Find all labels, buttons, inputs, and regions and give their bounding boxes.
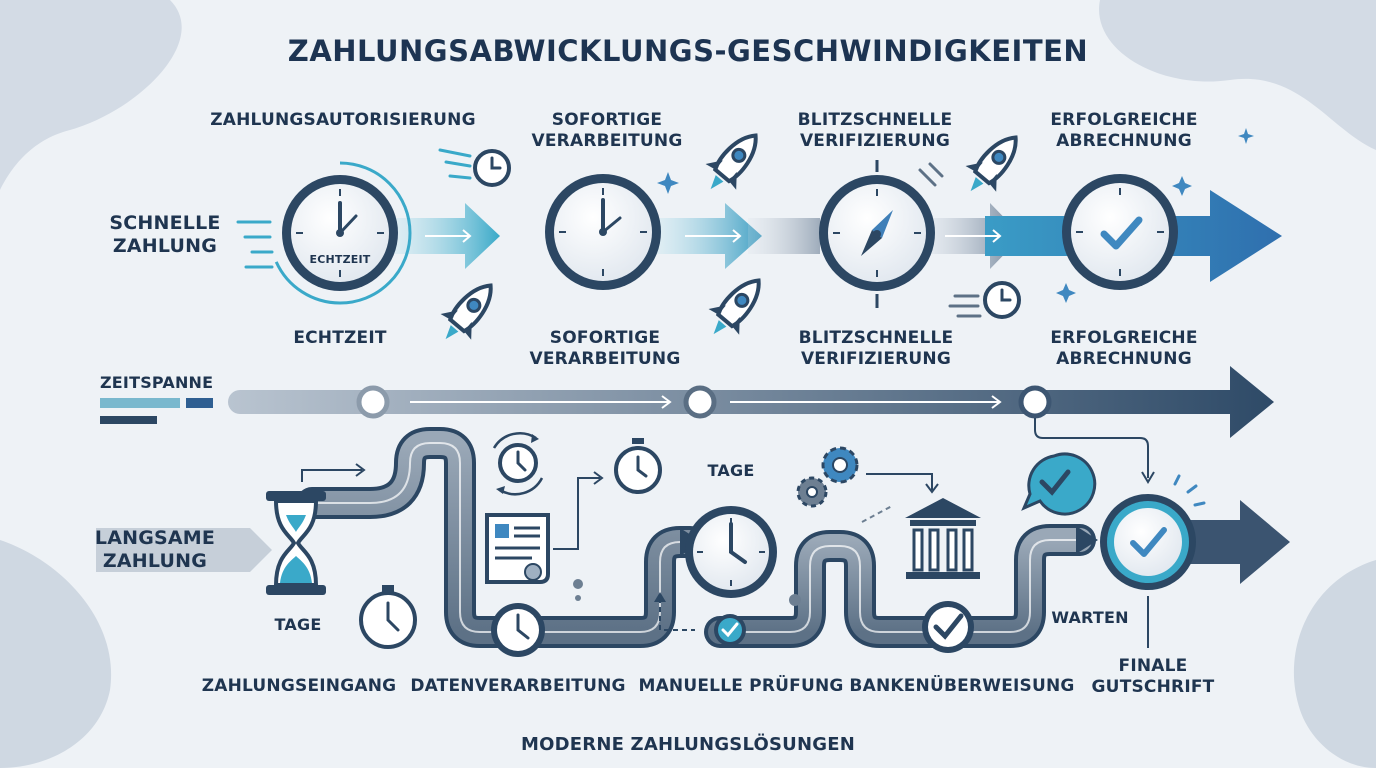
final-check-clock-icon <box>1100 474 1206 648</box>
slow-tage-mid-label: TAGE <box>707 461 755 480</box>
small-arrow <box>654 592 666 602</box>
page-title: ZAHLUNGSABWICKLUNGS-GESCHWINDIGKEITEN <box>287 34 1089 68</box>
fast-step-3-top-label: BLITZSCHNELLE VERIFIZIERUNG <box>797 110 953 151</box>
chat-check-icon <box>1021 452 1097 516</box>
timeline-arrow <box>228 366 1274 484</box>
rocket-icon <box>440 283 493 340</box>
small-clock-icon <box>473 149 511 187</box>
fast-step-2-top-label: SOFORTIGE VERARBEITUNG <box>531 110 683 151</box>
clock-icon <box>685 506 777 598</box>
hourglass-icon <box>266 491 326 595</box>
document-icon <box>485 513 550 584</box>
slow-step-5-label: FINALE GUTSCHRIFT <box>1091 656 1215 697</box>
slow-row-arrow-left <box>96 528 272 572</box>
fast-step-1-top-label: ZAHLUNGSAUTORISIERUNG <box>210 110 476 130</box>
clock-icon <box>491 603 545 657</box>
fast-step-4-top-label: ERFOLGREICHE ABRECHNUNG <box>1050 110 1198 151</box>
check-clock-icon <box>1062 174 1178 290</box>
gear-icon <box>573 579 801 606</box>
clock-icon <box>545 174 661 290</box>
slow-row-label: LANGSAME ZAHLUNG <box>94 527 216 572</box>
slow-step-4-label: BANKENÜBERWEISUNG <box>849 676 1075 696</box>
fast-step-2-bottom-label: SOFORTIGE VERARBEITUNG <box>529 328 681 369</box>
fast-row-label: SCHNELLE ZAHLUNG <box>109 212 221 257</box>
dashed-arrow <box>861 505 893 523</box>
fast-step-1-bottom-label: ECHTZEIT <box>293 328 387 348</box>
bank-icon <box>905 498 981 579</box>
slow-tage-label: TAGE <box>274 615 322 634</box>
stopwatch-icon <box>359 585 417 649</box>
slow-winding-path <box>296 427 1096 648</box>
fast-step-3-bottom-label: BLITZSCHNELLE VERIFIZIERUNG <box>798 328 954 369</box>
stopwatch-icon <box>614 438 662 494</box>
small-arrow <box>866 473 939 494</box>
rocket-icon <box>705 133 758 190</box>
slow-step-1-label: ZAHLUNGSEINGANG <box>201 676 397 696</box>
check-circle-icon <box>922 601 974 653</box>
fast-step-4-bottom-label: ERFOLGREICHE ABRECHNUNG <box>1050 328 1198 369</box>
small-clock-icon <box>983 281 1021 319</box>
clock-icon <box>268 161 412 305</box>
slow-step-2-label: DATENVERARBEITUNG <box>410 676 626 696</box>
check-circle-icon <box>714 614 746 646</box>
timeline-legend <box>100 398 213 424</box>
compass-clock-icon <box>819 160 935 308</box>
dashed-arrow <box>659 598 695 631</box>
gears-icon <box>796 446 859 508</box>
footer-text: MODERNE ZAHLUNGSLÖSUNGEN <box>521 734 855 755</box>
slow-step-3-label: MANUELLE PRÜFUNG <box>638 676 844 696</box>
rocket-icon <box>708 278 761 335</box>
clock-caption: ECHTZEIT <box>309 253 371 266</box>
cycle-clock-icon <box>492 432 544 496</box>
timeline-label: ZEITSPANNE <box>100 373 214 392</box>
slow-warten-label: WARTEN <box>1051 608 1129 627</box>
sparkle-icon <box>657 128 1254 303</box>
small-arrow <box>301 463 366 482</box>
rocket-icon <box>965 135 1018 192</box>
small-arrow <box>553 471 604 550</box>
